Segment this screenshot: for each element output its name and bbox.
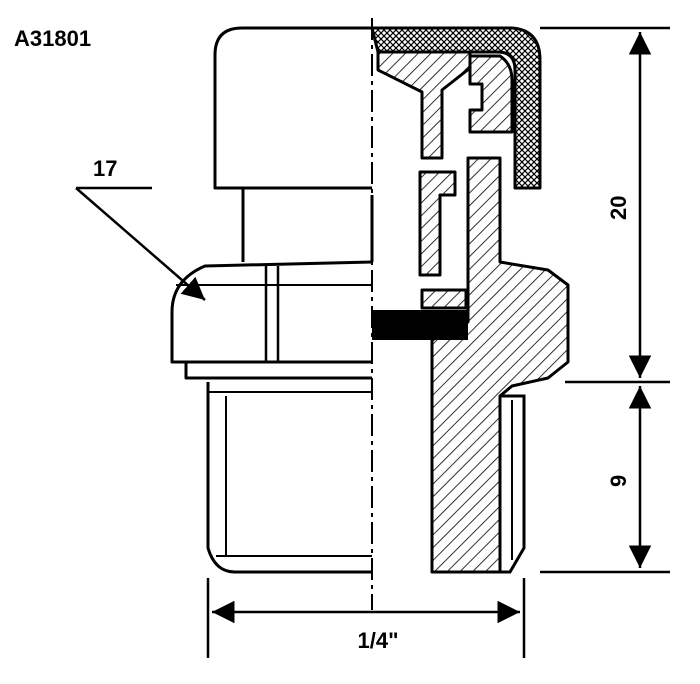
upper-height-dimension: 20 xyxy=(598,31,652,378)
cap-outline xyxy=(213,26,372,190)
upper-height-label: 20 xyxy=(606,196,631,220)
body-section-hatched xyxy=(430,156,570,574)
hex-size-label: 17 xyxy=(93,156,117,181)
collar-outline xyxy=(184,362,372,380)
valve-insert-hatched xyxy=(468,54,514,134)
black-seal xyxy=(372,310,468,340)
valve-stem-hatched xyxy=(418,170,457,277)
valve-washer-hatched xyxy=(420,288,468,310)
stem-outline xyxy=(241,188,374,262)
thread-length-dimension: 9 xyxy=(598,386,652,568)
thread-size-label: 1/4" xyxy=(357,628,398,653)
valve-seat-hatched xyxy=(376,50,472,160)
thread-size-dimension: 1/4" xyxy=(206,578,526,658)
part-code-label: A31801 xyxy=(14,26,91,51)
thread-body-outline xyxy=(206,382,372,574)
hex-nut-outline xyxy=(170,260,373,364)
cap-section-crosshatched xyxy=(370,26,542,190)
thread-length-label: 9 xyxy=(606,475,631,487)
hex-dimension: 17 xyxy=(75,156,206,301)
